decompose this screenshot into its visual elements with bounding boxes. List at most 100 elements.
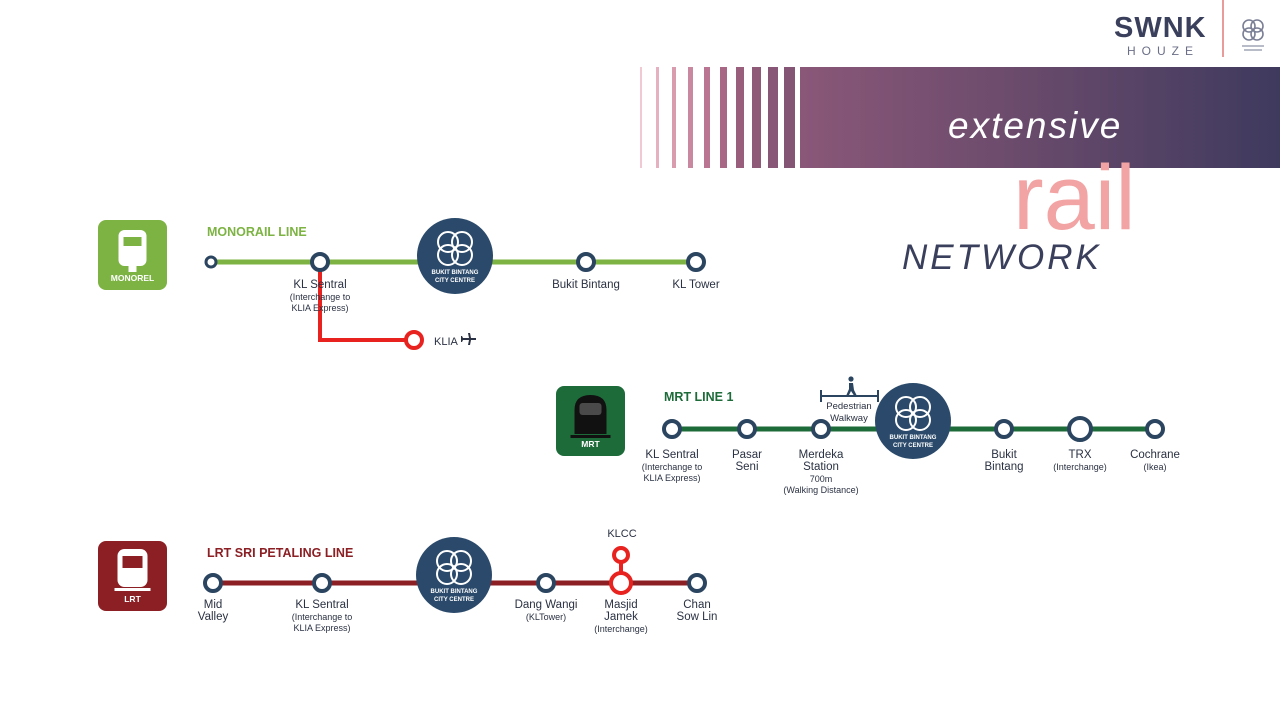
icon-label: MRT (581, 439, 600, 449)
bbcc-small-logo-icon (1242, 19, 1264, 51)
brand-sub: HOUZE (1127, 44, 1199, 58)
hub-logo-ring (436, 563, 458, 585)
title-extensive: extensive (948, 105, 1123, 146)
hub-logo-ring (437, 231, 459, 253)
hub-circle (875, 383, 951, 459)
hub-logo-ring (437, 244, 459, 266)
bukit-bintang-city-centre-hub: BUKIT BINTANG CITY CENTRE (417, 218, 493, 294)
icon-label: LRT (124, 594, 141, 604)
hub-label: CITY CENTRE (893, 443, 933, 449)
station-name: KL Tower (672, 279, 719, 291)
mrt-train-icon: MRT (556, 386, 625, 456)
line-title: MRT LINE 1 (664, 390, 733, 404)
lrt-train-icon: LRT (98, 541, 167, 611)
station-name: Chan (683, 599, 711, 611)
monorail-station-node (686, 252, 706, 272)
lrt-station-node (687, 573, 707, 593)
train-rail (114, 588, 151, 591)
hub-logo-ring (895, 396, 917, 418)
station-sub-label: (Ikea) (1143, 462, 1166, 472)
hub-label: CITY CENTRE (435, 278, 475, 284)
station-name: Sow Lin (677, 611, 718, 623)
train-window (579, 403, 602, 415)
lrt-station-node (203, 573, 223, 593)
hub-logo-ring (451, 231, 473, 253)
klia-branch-track (318, 262, 414, 342)
station-name: Merdeka (799, 449, 844, 461)
mrt-station-node (1145, 419, 1165, 439)
banner-bar (800, 67, 1280, 168)
station-name: KL Sentral (293, 279, 346, 291)
station-name: Station (803, 461, 839, 473)
branch-label: KLIA (434, 336, 459, 348)
walkway-label: Walkway (830, 413, 868, 424)
mrt-station-node (662, 419, 682, 439)
pedestrian-head (848, 376, 854, 382)
monorail-train-icon: MONOREL (98, 220, 167, 290)
station-sub-label: (Interchange to (292, 612, 353, 622)
train-body (118, 230, 147, 266)
icon-label: MONOREL (111, 273, 154, 283)
lrt-station-node (609, 571, 633, 595)
station-sub-label: (Interchange) (594, 624, 648, 634)
monorail-station-node (310, 252, 330, 272)
line-title: LRT SRI PETALING LINE (207, 546, 353, 560)
mrt-station-node (737, 419, 757, 439)
hub-circle (416, 537, 492, 613)
lrt-station-node (312, 573, 332, 593)
station-name: Seni (735, 461, 758, 473)
train-rail (128, 264, 137, 272)
station-sub-label: (Walking Distance) (783, 485, 858, 495)
station-sub-label: (Interchange) (1053, 462, 1107, 472)
station-name: Bukit Bintang (552, 279, 620, 291)
station-name: Masjid (604, 599, 637, 611)
station-sub-label: KLIA Express) (293, 623, 350, 633)
hub-logo-ring (450, 550, 472, 572)
station-name: Bukit (991, 449, 1017, 461)
station-name: KL Sentral (295, 599, 348, 611)
hub-circle (417, 218, 493, 294)
hub-label: BUKIT BINTANG (890, 435, 937, 441)
hub-label: BUKIT BINTANG (431, 589, 478, 595)
brand-name: SWNK (1114, 12, 1207, 44)
station-sub-label: 700m (810, 474, 833, 484)
mrt-station-node (1067, 416, 1093, 442)
station-sub-label: (Interchange to (290, 292, 351, 302)
mrt-station-node (994, 419, 1014, 439)
walkway-label: Pedestrian (826, 401, 871, 412)
brand-divider (1222, 0, 1224, 57)
hub-logo-ring (450, 563, 472, 585)
train-window (123, 237, 142, 246)
station-name: Pasar (732, 449, 762, 461)
monorail-station-node (576, 252, 596, 272)
station-name: Dang Wangi (515, 599, 578, 611)
hub-label: BUKIT BINTANG (432, 270, 479, 276)
station-sub-label: (Interchange to (642, 462, 703, 472)
train-rail (570, 435, 611, 438)
station-name: Valley (198, 611, 229, 623)
line-title: MONORAIL LINE (207, 225, 307, 239)
station-name: Mid (204, 599, 223, 611)
branch-label: KLCC (607, 528, 636, 540)
station-name: TRX (1069, 449, 1092, 461)
title-network: NETWORK (902, 238, 1102, 277)
pedestrian-body (846, 383, 857, 397)
line-start-node (204, 255, 218, 269)
airplane-icon (461, 333, 476, 345)
station-name: KL Sentral (645, 449, 698, 461)
klcc-station-node (612, 546, 630, 564)
pedestrian-icon (846, 376, 857, 397)
hub-logo-ring (909, 409, 931, 431)
hub-logo-ring (451, 244, 473, 266)
banner-stripes (640, 67, 795, 168)
brand-logo: SWNK HOUZE (1114, 12, 1206, 58)
hub-logo-ring (895, 409, 917, 431)
hub-logo-ring (436, 550, 458, 572)
station-sub-label: KLIA Express) (291, 303, 348, 313)
station-sub-label: (KLTower) (526, 612, 566, 622)
station-sub-label: KLIA Express) (643, 473, 700, 483)
station-name: Bintang (984, 461, 1023, 473)
title-rail: rail (1013, 147, 1136, 249)
station-name: Cochrane (1130, 449, 1180, 461)
